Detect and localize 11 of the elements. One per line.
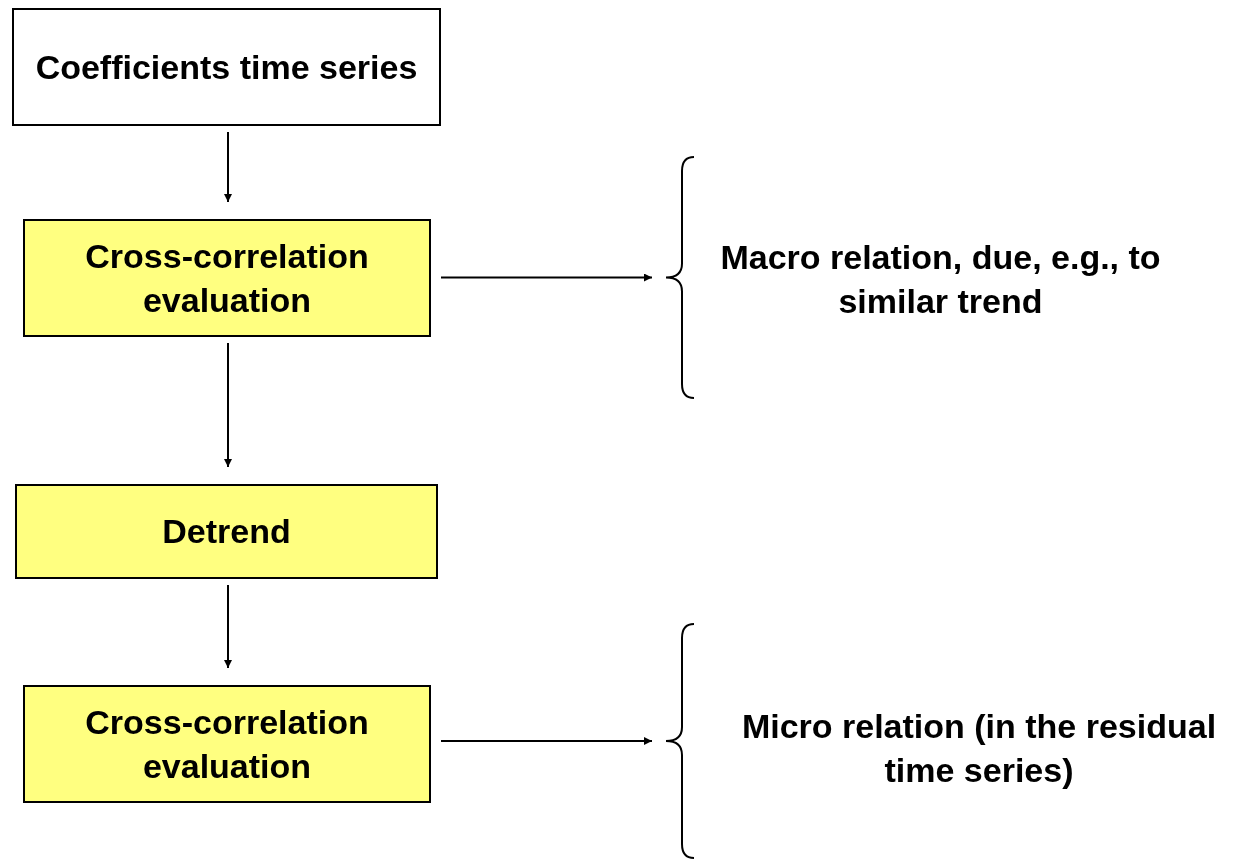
arrow [440,737,653,745]
arrow [224,584,232,669]
process-box: Cross-correlation evaluation [23,685,431,803]
arrow [440,273,653,282]
relation-note: Micro relation (in the residual time series) [740,706,1218,792]
process-box: Coefficients time series [12,8,441,126]
arrow [224,131,232,203]
process-box: Cross-correlation evaluation [23,219,431,337]
arrow [224,342,232,468]
relation-note: Macro relation, due, e.g., to similar trend [719,237,1162,323]
process-box: Detrend [15,484,438,579]
